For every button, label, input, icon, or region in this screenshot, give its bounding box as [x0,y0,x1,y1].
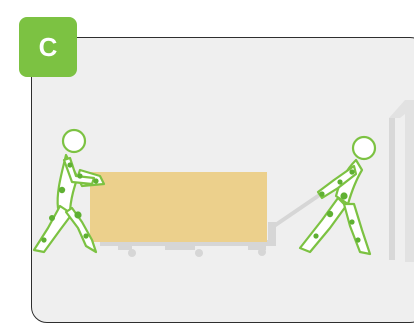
door-frame-icon [389,100,414,262]
section-badge: C [19,17,77,77]
worker-pulling-icon [300,137,375,254]
cardboard-box-icon [90,172,267,242]
